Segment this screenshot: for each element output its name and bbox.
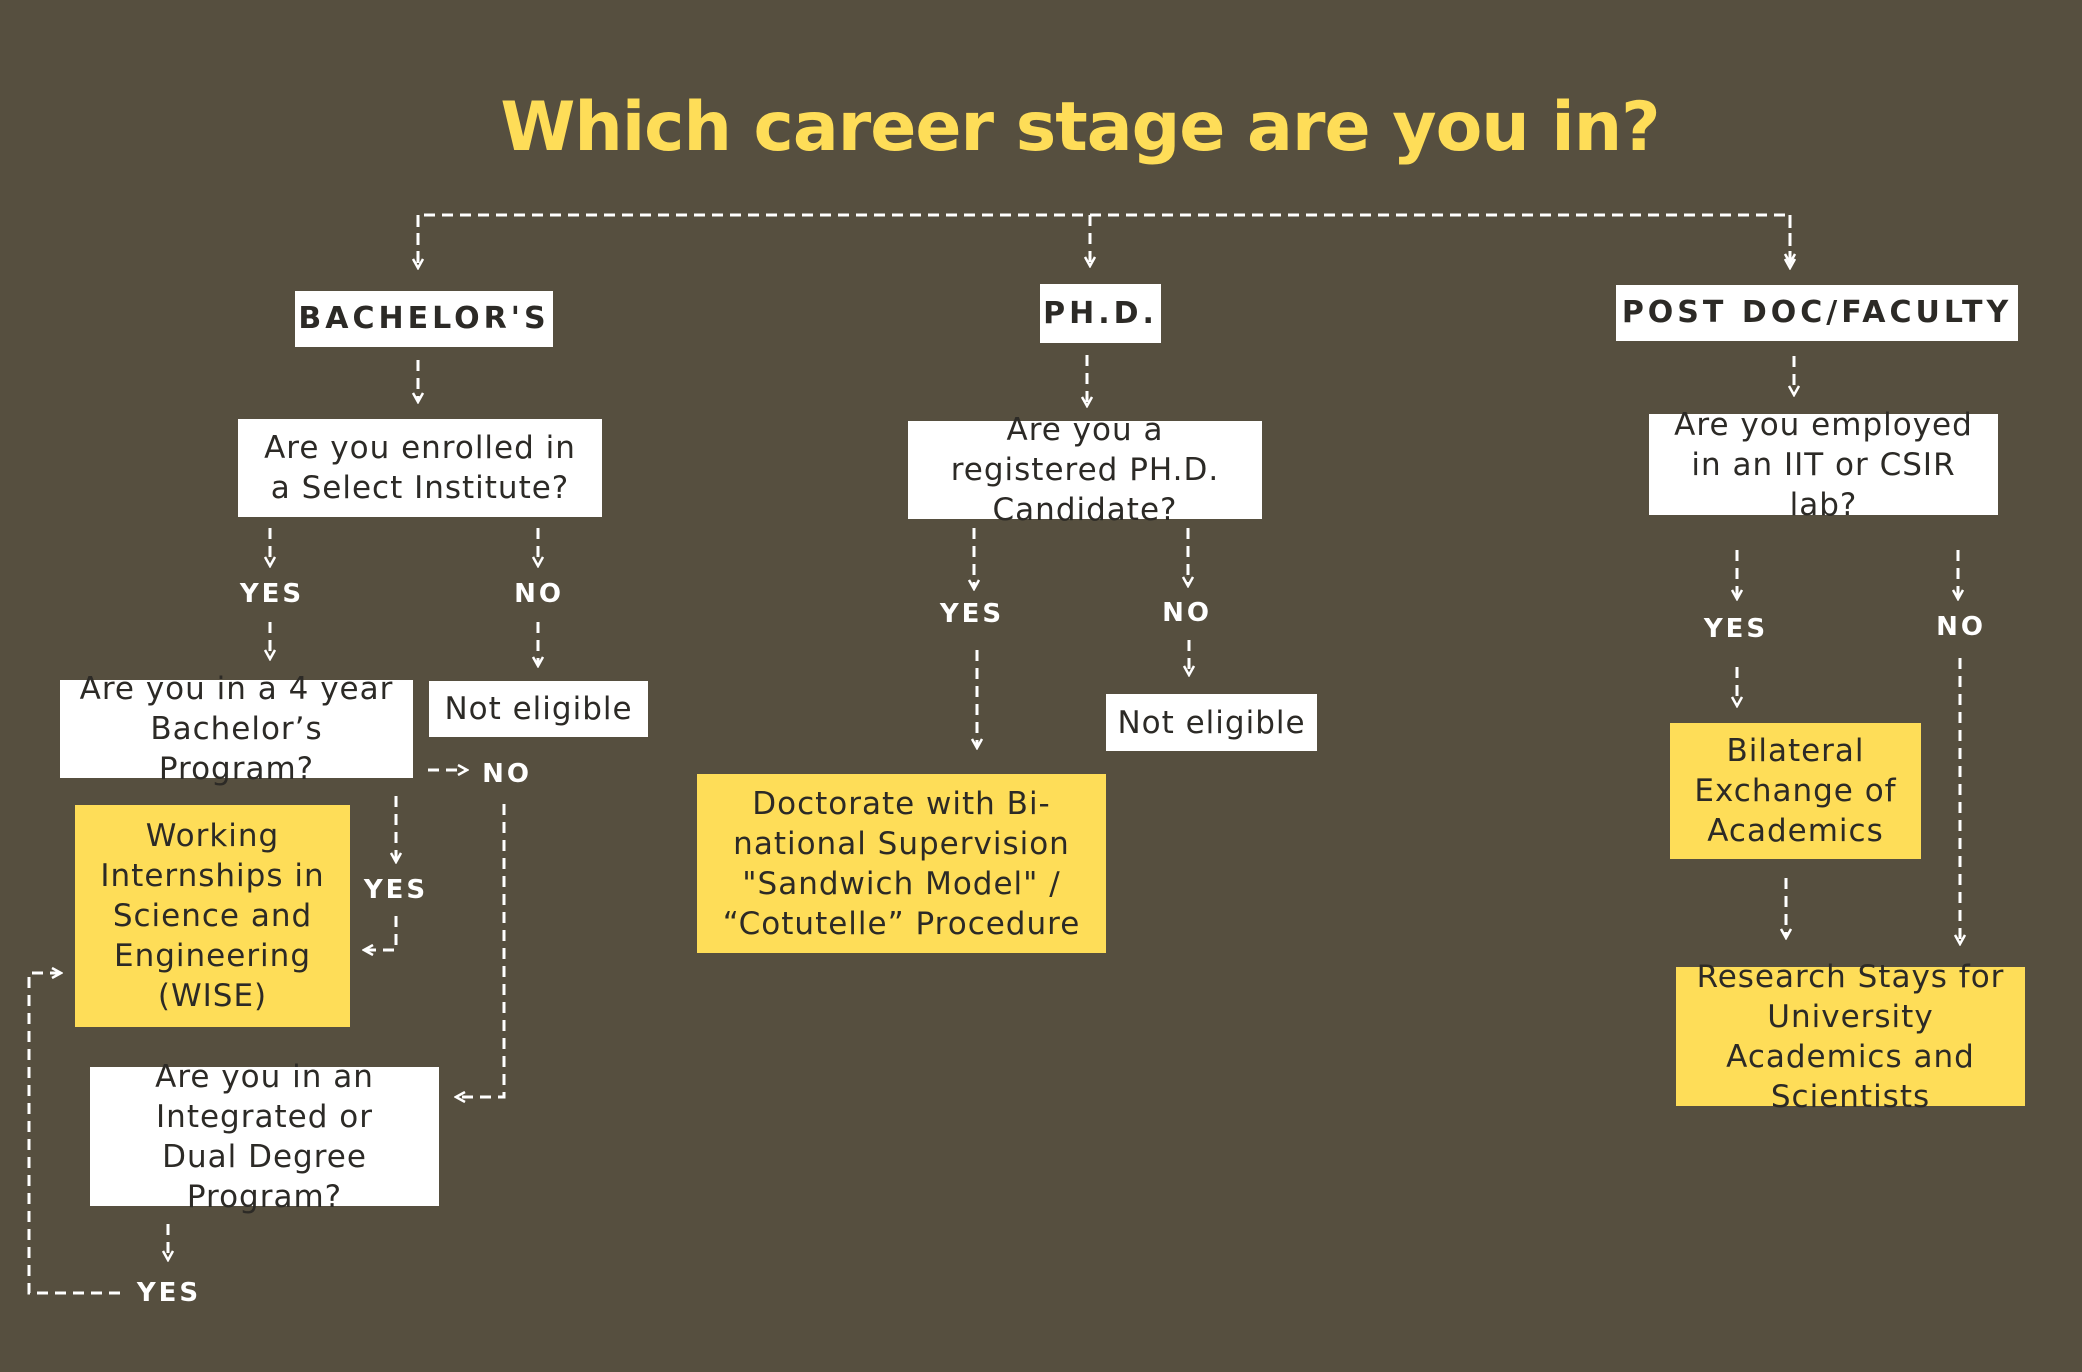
- postdoc-yes-label: YES: [1703, 614, 1769, 644]
- bachelors-not-eligible: Not eligible: [429, 681, 648, 737]
- bachelors-q2-no-label: NO: [482, 759, 532, 789]
- bachelors-question-4-year-program: Are you in a 4 year Bachelor’s Program?: [60, 671, 413, 787]
- postdoc-no-label: NO: [1936, 612, 1986, 642]
- bachelors-question-select-institute: Are you enrolled in a Select Institute?: [238, 419, 602, 517]
- phd-question-registered-candidate: Are you a registered PH.D. Candidate?: [908, 412, 1262, 528]
- category-bachelors: BACHELOR'S: [295, 291, 553, 347]
- category-postdoc: POST DOC/FACULTY: [1616, 285, 2018, 341]
- bachelors-result-wise: Working Internships in Science and Engin…: [75, 805, 350, 1027]
- connector-no-to-q3: [456, 804, 506, 1097]
- connector-top-bar: [416, 213, 1790, 263]
- phd-yes-label: YES: [939, 599, 1005, 629]
- bachelors-q1-yes-label: YES: [239, 579, 305, 609]
- connector-yes-loop-to-wise: [27, 973, 120, 1295]
- phd-result-doctorate-binational: Doctorate with Bi-national Supervision "…: [697, 774, 1106, 953]
- postdoc-result-research-stays: Research Stays for University Academics …: [1676, 959, 2025, 1115]
- phd-not-eligible: Not eligible: [1106, 694, 1317, 751]
- postdoc-question-iit-csir: Are you employed in an IIT or CSIR lab?: [1649, 407, 1998, 523]
- bachelors-q2-yes-label: YES: [363, 875, 429, 905]
- phd-no-label: NO: [1162, 598, 1212, 628]
- bachelors-question-integrated-dual-degree: Are you in an Integrated or Dual Degree …: [90, 1059, 439, 1215]
- bachelors-q3-yes-label: YES: [136, 1278, 202, 1308]
- bachelors-q1-no-label: NO: [514, 579, 564, 609]
- connector-yes-to-wise: [364, 916, 398, 950]
- category-phd: PH.D.: [1040, 284, 1161, 343]
- page-title: Which career stage are you in?: [500, 88, 1660, 167]
- postdoc-result-bilateral-exchange: Bilateral Exchange of Academics: [1670, 723, 1921, 859]
